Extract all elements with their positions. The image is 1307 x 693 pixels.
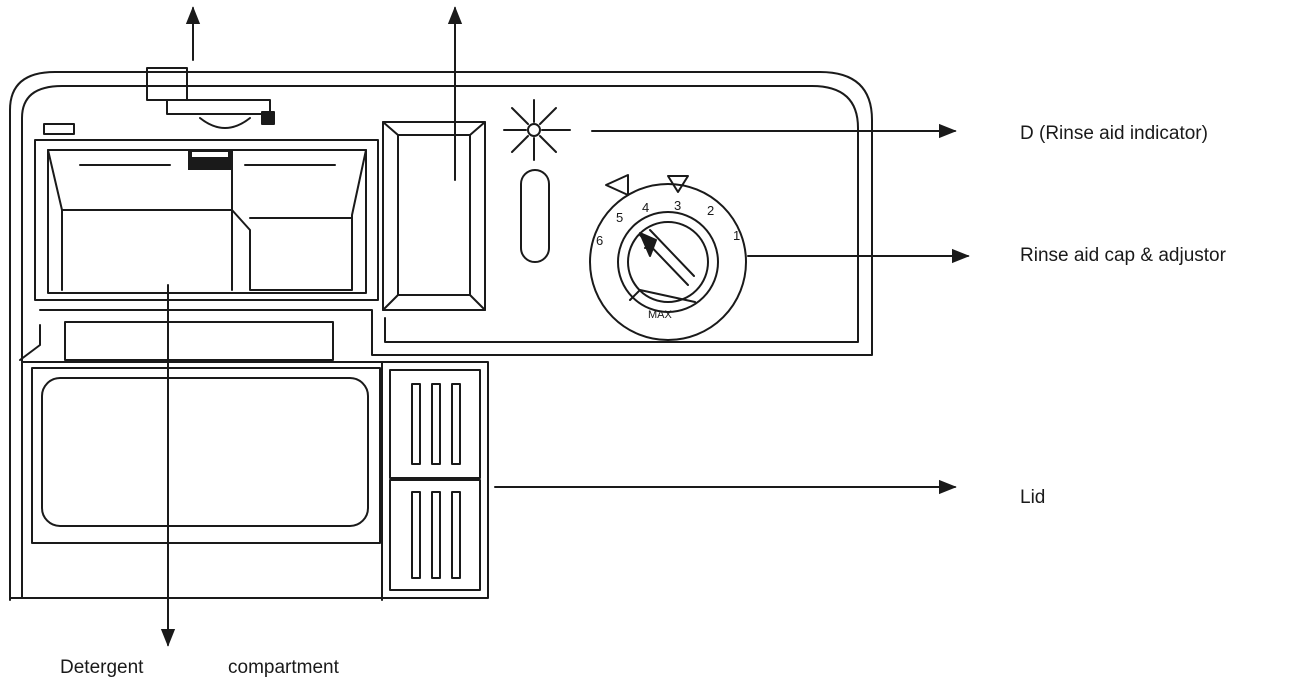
dial-number-3: 3 [674, 198, 681, 213]
dial-number-2: 2 [707, 203, 714, 218]
rinse-aid-dial: 1 2 3 4 5 6 MAX [589, 174, 747, 341]
lid-label: Lid [1020, 487, 1046, 508]
lower-lid [21, 361, 489, 601]
rinse-aid-indicator-label: D (Rinse aid indicator) [1020, 123, 1208, 144]
dial-number-5: 5 [616, 210, 623, 225]
dial-max-label: MAX [648, 309, 673, 321]
compartment-label: compartment [228, 657, 339, 678]
detergent-compartment [34, 139, 379, 301]
dial-number-1: 1 [733, 228, 740, 243]
top-latch [43, 67, 275, 135]
dial-number-4: 4 [642, 200, 649, 215]
dial-number-6: 6 [596, 233, 603, 248]
rinse-aid-cap-label: Rinse aid cap & adjustor [1020, 245, 1226, 266]
hinge-bar [19, 321, 334, 361]
rinse-aid-indicator [503, 99, 571, 263]
detergent-label: Detergent [60, 657, 144, 678]
dispenser-housing [9, 71, 873, 601]
callout-arrows [160, 6, 970, 647]
rinse-aid-window [382, 121, 486, 311]
